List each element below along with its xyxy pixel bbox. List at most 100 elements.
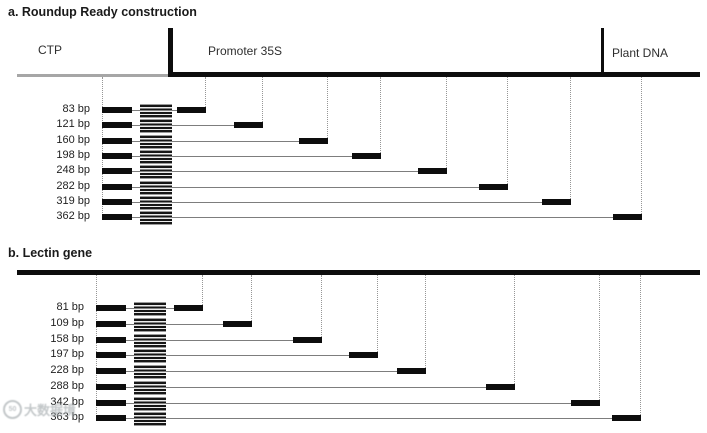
promoter-plantdna-divider bbox=[601, 28, 604, 74]
probe-box bbox=[140, 104, 172, 118]
amplicon-line bbox=[126, 371, 397, 372]
reverse-primer-bar bbox=[234, 122, 263, 128]
probe-box bbox=[140, 119, 172, 133]
amplicon-size-label: 109 bp bbox=[50, 317, 84, 329]
amplicon-size-label: 81 bp bbox=[56, 301, 84, 313]
probe-box bbox=[140, 150, 172, 164]
forward-primer-bar bbox=[96, 400, 126, 406]
amplicon-end-dotted-line bbox=[327, 77, 328, 138]
probe-box bbox=[140, 135, 172, 149]
construct-backbone-line-a bbox=[170, 72, 700, 77]
section-a-title: a. Roundup Ready construction bbox=[8, 5, 197, 19]
forward-primer-bar bbox=[102, 168, 132, 174]
probe-box bbox=[134, 381, 166, 395]
amplicon-line bbox=[126, 418, 612, 419]
amplicon-size-label: 228 bp bbox=[50, 364, 84, 376]
forward-primer-bar bbox=[102, 199, 132, 205]
probe-box bbox=[134, 365, 166, 379]
reverse-primer-bar bbox=[612, 415, 641, 421]
amplicon-line bbox=[132, 156, 352, 157]
amplicon-size-label: 248 bp bbox=[56, 164, 90, 176]
probe-box bbox=[134, 412, 166, 426]
forward-primer-bar bbox=[102, 153, 132, 159]
reverse-primer-bar bbox=[174, 305, 203, 311]
amplicon-size-label: 160 bp bbox=[56, 134, 90, 146]
watermark: 50 大数据境 bbox=[3, 400, 76, 419]
section-b-title: b. Lectin gene bbox=[8, 246, 93, 260]
amplicon-line bbox=[132, 202, 542, 203]
forward-primer-bar bbox=[102, 138, 132, 144]
amplicon-size-label: 282 bp bbox=[56, 180, 90, 192]
amplicon-end-dotted-line bbox=[377, 275, 378, 352]
forward-primer-bar bbox=[96, 321, 126, 327]
region-label-plant-dna: Plant DNA bbox=[612, 46, 669, 60]
forward-primer-bar bbox=[102, 122, 132, 128]
probe-box bbox=[140, 165, 172, 179]
amplicon-end-dotted-line bbox=[570, 77, 571, 199]
amplicon-line bbox=[132, 125, 234, 126]
forward-primer-bar bbox=[96, 337, 126, 343]
amplicon-end-dotted-line bbox=[640, 275, 641, 415]
amplicon-size-label: 362 bp bbox=[56, 210, 90, 222]
amplicon-size-label: 121 bp bbox=[56, 118, 90, 130]
amplicon-size-label: 363 bp bbox=[50, 411, 84, 423]
amplicon-end-dotted-line bbox=[641, 77, 642, 214]
amplicon-end-dotted-line bbox=[251, 275, 252, 321]
amplicon-end-dotted-line bbox=[262, 77, 263, 122]
construct-backbone-line-b bbox=[17, 270, 700, 275]
forward-primer-bar bbox=[102, 214, 132, 220]
amplicon-line bbox=[126, 324, 223, 325]
amplicon-end-dotted-line bbox=[446, 77, 447, 168]
watermark-logo-icon: 50 bbox=[3, 400, 22, 419]
amplicon-end-dotted-line bbox=[507, 77, 508, 184]
reverse-primer-bar bbox=[352, 153, 381, 159]
ctp-promoter-divider bbox=[168, 28, 173, 77]
probe-box bbox=[134, 318, 166, 332]
amplicon-line bbox=[126, 403, 571, 404]
probe-box bbox=[134, 349, 166, 363]
forward-primer-bar bbox=[96, 305, 126, 311]
reverse-primer-bar bbox=[486, 384, 515, 390]
reverse-primer-bar bbox=[418, 168, 447, 174]
reverse-primer-bar bbox=[223, 321, 252, 327]
amplicon-end-dotted-line bbox=[202, 275, 203, 305]
amplicon-line bbox=[126, 355, 349, 356]
amplicon-end-dotted-line bbox=[380, 77, 381, 153]
amplicon-size-label: 198 bp bbox=[56, 149, 90, 161]
probe-box bbox=[134, 302, 166, 316]
amplicon-line bbox=[132, 217, 613, 218]
watermark-text: 大数据境 bbox=[24, 403, 77, 418]
amplicon-start-dotted-line bbox=[96, 275, 97, 418]
amplicon-size-label: 342 bp bbox=[50, 396, 84, 408]
reverse-primer-bar bbox=[479, 184, 508, 190]
reverse-primer-bar bbox=[177, 107, 206, 113]
forward-primer-bar bbox=[96, 384, 126, 390]
reverse-primer-bar bbox=[571, 400, 600, 406]
amplicon-end-dotted-line bbox=[205, 77, 206, 107]
reverse-primer-bar bbox=[542, 199, 571, 205]
amplicon-end-dotted-line bbox=[514, 275, 515, 384]
probe-box bbox=[134, 334, 166, 348]
amplicon-line bbox=[126, 340, 293, 341]
amplicon-line bbox=[126, 387, 486, 388]
reverse-primer-bar bbox=[349, 352, 378, 358]
region-label-ctp: CTP bbox=[38, 43, 62, 57]
reverse-primer-bar bbox=[299, 138, 328, 144]
probe-box bbox=[140, 211, 172, 225]
reverse-primer-bar bbox=[293, 337, 322, 343]
amplicon-end-dotted-line bbox=[425, 275, 426, 368]
amplicon-start-dotted-line bbox=[102, 77, 103, 217]
forward-primer-bar bbox=[102, 184, 132, 190]
amplicon-size-label: 83 bp bbox=[62, 103, 90, 115]
reverse-primer-bar bbox=[397, 368, 426, 374]
ctp-region-line bbox=[17, 74, 172, 77]
amplicon-line bbox=[132, 141, 299, 142]
amplicon-end-dotted-line bbox=[321, 275, 322, 337]
forward-primer-bar bbox=[96, 415, 126, 421]
forward-primer-bar bbox=[102, 107, 132, 113]
probe-box bbox=[140, 196, 172, 210]
region-label-promoter35s: Promoter 35S bbox=[208, 44, 283, 58]
amplicon-line bbox=[132, 171, 418, 172]
amplicon-size-label: 158 bp bbox=[50, 333, 84, 345]
